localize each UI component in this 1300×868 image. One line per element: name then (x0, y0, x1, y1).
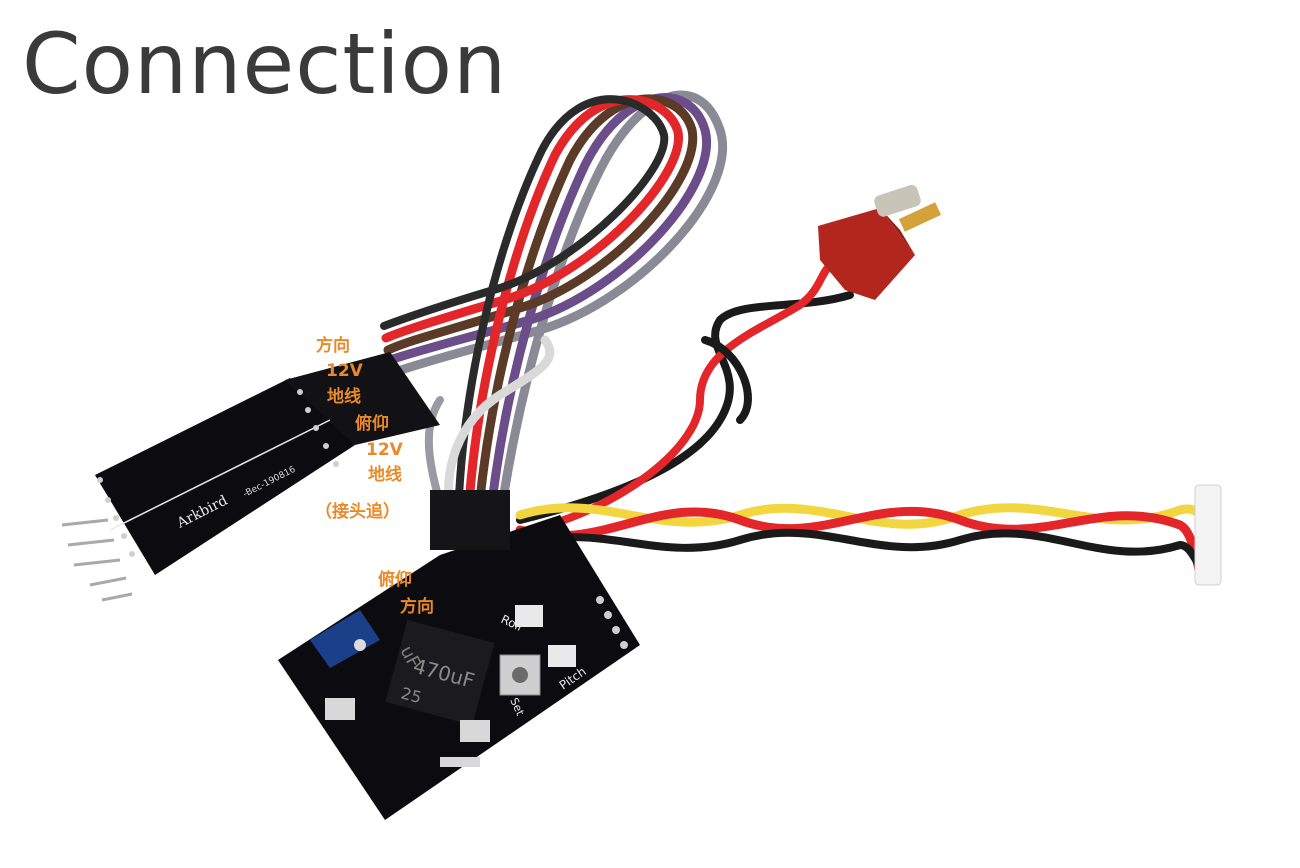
label-pitch-2: 俯仰 (378, 570, 412, 590)
label-yaw-2: 方向 (400, 597, 434, 617)
label-pitch-1: 俯仰 (355, 414, 389, 434)
capacitor: uF 470uF 25 (385, 619, 495, 726)
page-title: Connection (22, 15, 508, 113)
twisted-lead (515, 503, 1215, 580)
label-connector-note: （接头追） (315, 502, 400, 522)
label-yaw-1: 方向 (316, 336, 350, 356)
deans-connector (818, 184, 942, 300)
label-12v-1: 12V (326, 361, 363, 381)
label-ground-1: 地线 (327, 387, 361, 407)
bec-module: Arkbird -Bec-190816 (61, 352, 440, 602)
label-ground-2: 地线 (368, 465, 402, 485)
label-12v-2: 12V (366, 440, 403, 460)
cap-voltage: 25 (399, 684, 424, 708)
jst-connector (1194, 484, 1222, 586)
servo-wire-bundle (380, 90, 727, 525)
battery-lead (516, 261, 854, 536)
